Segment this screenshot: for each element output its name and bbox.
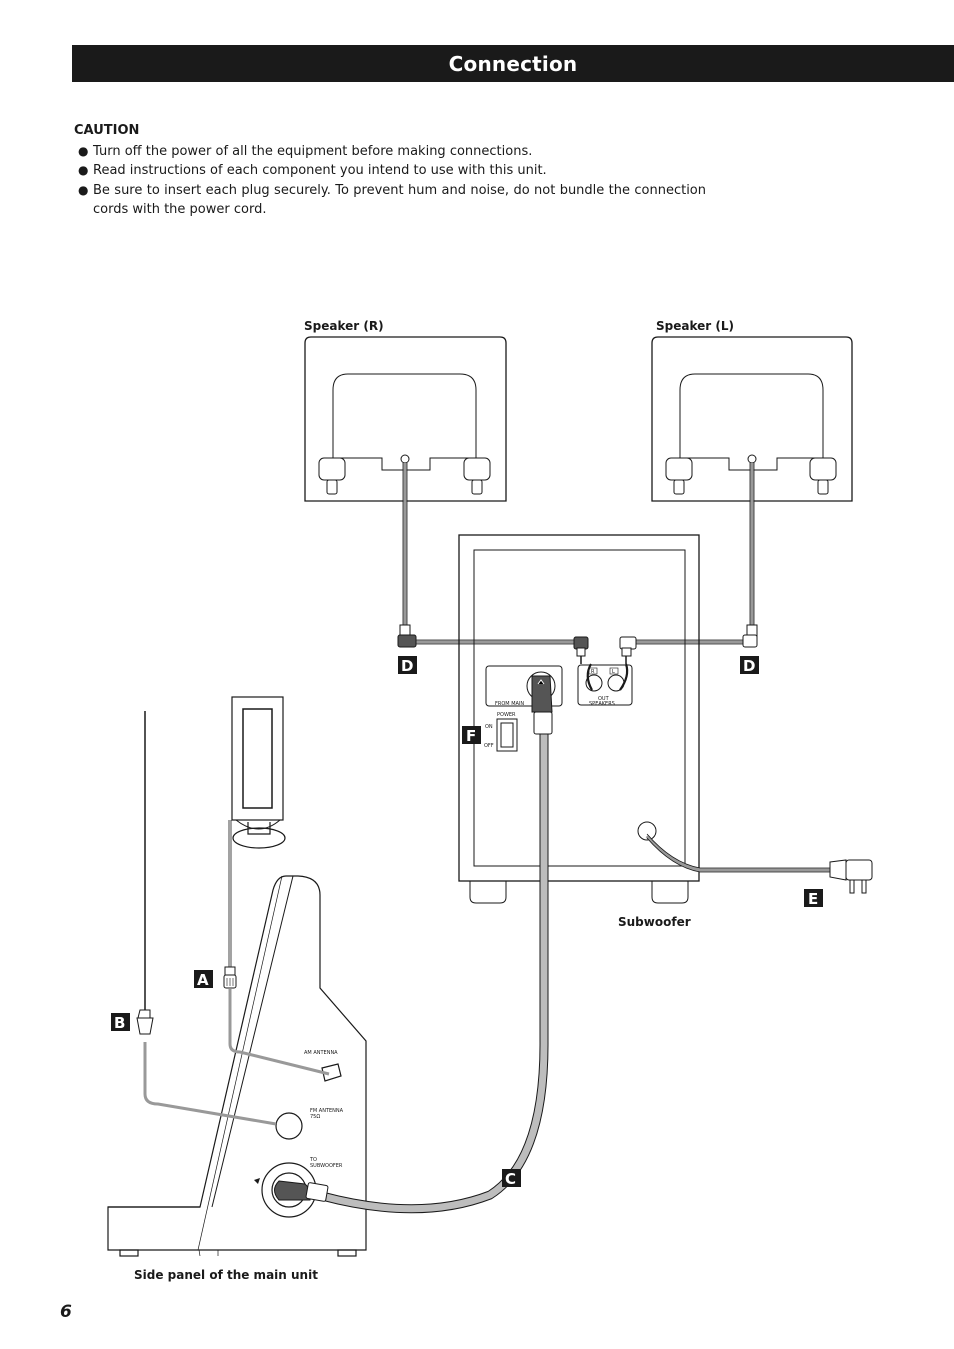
callout-d-right: D [398,656,417,675]
caution-section: CAUTION ●Turn off the power of all the e… [74,121,706,220]
caution-item: ●Be sure to insert each plug securely. T… [78,182,706,218]
fm-antenna-plug [136,1009,154,1035]
fm-ohm-label: 75Ω [310,1114,320,1120]
speaker-plug-right [397,624,589,664]
callout-a: A [194,970,213,989]
bullet-icon: ● [78,182,89,197]
svg-text:D: D [401,657,413,675]
system-cable-plugs [274,675,553,1202]
page-title: Connection [448,51,578,76]
speaker-r [304,336,507,502]
power-plug-icon [829,859,873,894]
speaker-cables [403,463,754,644]
page-number: 6 [60,1302,72,1322]
switch-on-label: ON [485,724,493,730]
speaker-r-label: Speaker (R) [304,319,384,333]
speaker-plug-left [619,624,758,664]
speakers-label: SPEAKERS [589,701,615,707]
speaker-l-label: Speaker (L) [656,319,734,333]
callout-e: E [804,889,823,908]
bullet-icon: ● [78,143,89,158]
svg-text:D: D [743,657,755,675]
subwoofer [458,534,700,904]
main-unit-label: Side panel of the main unit [134,1268,318,1282]
callout-f: F [462,726,481,745]
jack-arrow-icon [254,1178,260,1184]
speaker-wires-into-jacks [586,663,629,691]
am-loop-antenna [228,696,286,968]
power-label: POWER [497,712,516,718]
power-cord [645,833,830,873]
am-antenna-cable [228,989,330,1076]
caution-item: ●Read instructions of each component you… [74,161,706,181]
svg-text:E: E [808,890,818,908]
system-cable [320,732,549,1214]
callout-b: B [111,1013,130,1032]
to-label: TO [309,1157,317,1163]
callout-c: C [502,1169,521,1188]
title-bar: Connection [72,45,954,82]
svg-text:C: C [505,1170,516,1188]
out-label: OUT [598,696,610,702]
bullet-icon: ● [78,163,89,177]
svg-text:A: A [197,971,209,989]
svg-text:B: B [114,1014,125,1032]
fm-antenna-label: FM ANTENNA [310,1108,344,1114]
from-main-label: FROM MAIN [495,701,524,707]
callout-d-left: D [740,656,759,675]
caution-list: ●Turn off the power of all the equipment… [74,142,706,220]
to-subwoofer-label: SUBWOOFER [310,1163,343,1169]
out-l-label: L [612,669,615,675]
out-r-label: R [591,669,595,675]
switch-off-label: OFF [484,743,494,749]
subwoofer-label: Subwoofer [618,915,691,929]
caution-item: ●Turn off the power of all the equipment… [74,142,706,162]
caution-heading: CAUTION [74,123,140,138]
am-antenna-plug [223,966,237,989]
fm-antenna-cable [143,1042,277,1126]
svg-text:F: F [466,727,476,745]
am-antenna-label: AM ANTENNA [304,1050,338,1056]
speaker-l [651,336,853,502]
